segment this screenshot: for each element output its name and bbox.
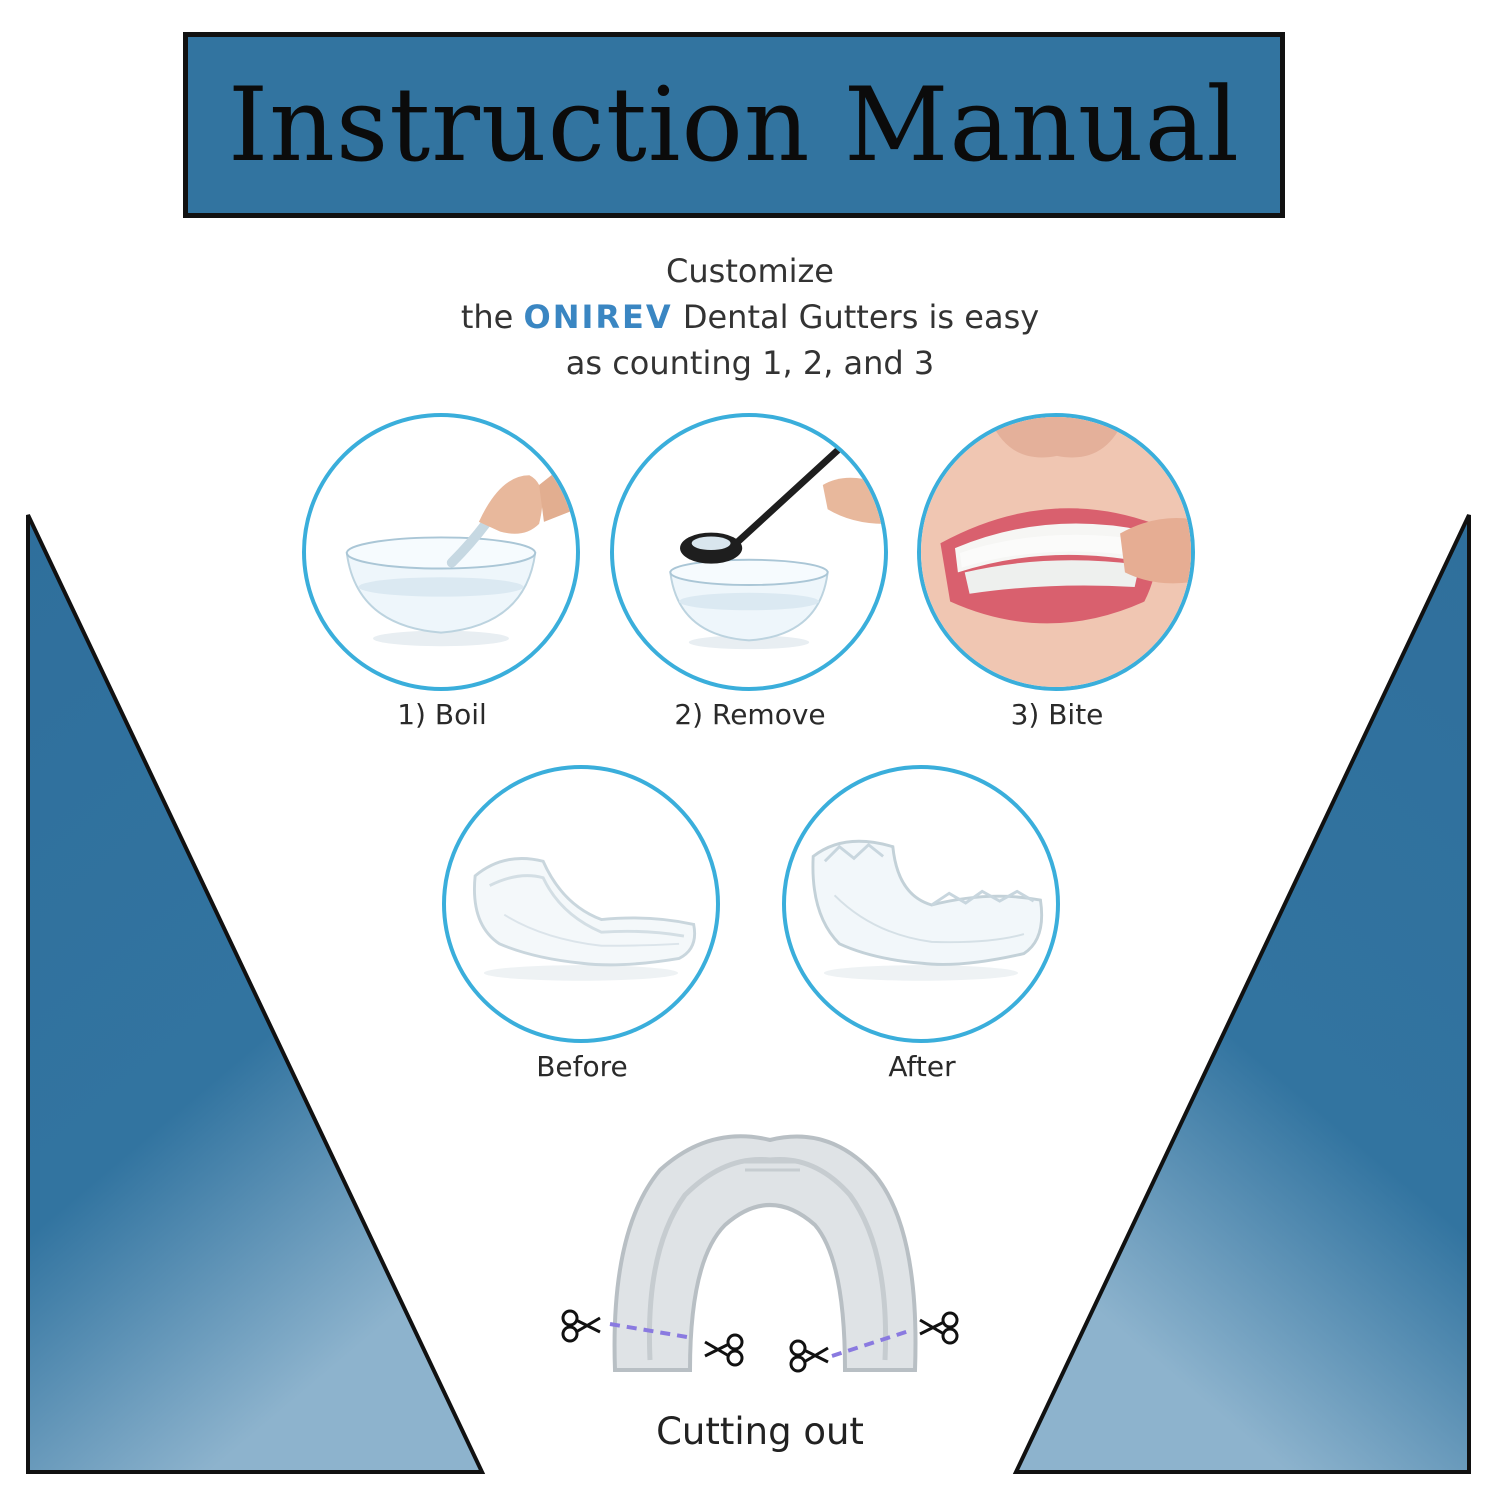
right-blue-triangle [1012, 514, 1471, 1474]
guard-after-icon [811, 839, 1044, 981]
title-banner: Instruction Manual [183, 32, 1285, 218]
before-label: Before [536, 1050, 628, 1083]
intro-text: Customize the ONIREV Dental Gutters is e… [300, 248, 1200, 386]
bite-mouth-icon [921, 417, 1191, 687]
cutting-label: Cutting out [656, 1410, 864, 1453]
bowl-boil-icon [345, 455, 576, 647]
brand-name: ONIREV [523, 298, 673, 336]
scissors-icon [704, 1333, 744, 1367]
guard-before-icon [473, 857, 697, 981]
step-bite-image [917, 413, 1195, 691]
scissors-icon [561, 1309, 601, 1343]
intro-line-2: the ONIREV Dental Gutters is easy [300, 294, 1200, 340]
before-image [442, 765, 720, 1043]
left-blue-triangle [26, 514, 486, 1474]
step-remove-image [610, 413, 888, 691]
cutting-illustration [561, 1134, 959, 1373]
intro-line-2-suffix: Dental Gutters is easy [672, 298, 1040, 336]
step-boil-image [302, 413, 580, 691]
scissors-icon [789, 1339, 829, 1373]
step-remove-label: 2) Remove [674, 698, 826, 731]
intro-line-2-prefix: the [460, 298, 524, 336]
intro-line-1: Customize [666, 252, 834, 290]
page-title: Instruction Manual [227, 65, 1241, 185]
after-label: After [888, 1050, 956, 1083]
step-bite-label: 3) Bite [1010, 698, 1104, 731]
after-image [782, 765, 1060, 1043]
ladle-remove-icon [669, 442, 884, 650]
step-boil-label: 1) Boil [397, 698, 487, 731]
intro-line-3: as counting 1, 2, and 3 [565, 344, 935, 382]
scissors-icon [919, 1311, 959, 1345]
